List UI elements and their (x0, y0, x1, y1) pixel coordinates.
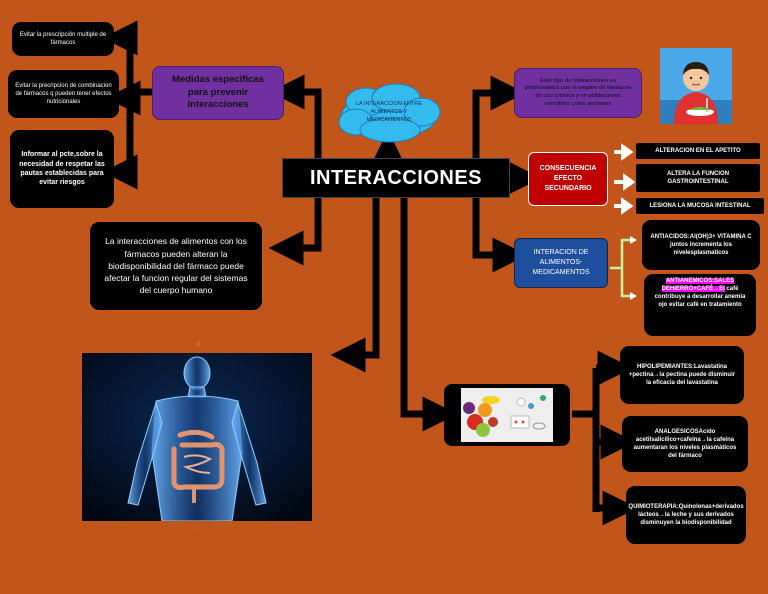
food-drug-heading: INTERACION DE ALIMENTOS-MEDICAMENTOS (514, 238, 608, 288)
stray-letter-d: d (196, 341, 200, 348)
drug-item-1: HIPOLIPEMIANTES:Lavastatina +pectina→la … (620, 346, 744, 404)
stray-dash: - (196, 527, 198, 534)
human-body-digestive-image (82, 353, 312, 521)
consequence-item-3: LESIONA LA MUCOSA INTESTINAL (636, 198, 764, 214)
measure-item-3: Informar al pcte,sobre la necesidad de r… (10, 130, 114, 208)
food-drug-item-1: ANTIACIDOS:Al(OH)3+ VITAMINA C juntos in… (642, 220, 760, 270)
definition-text: La interacciones de alimentos con los fá… (90, 222, 262, 310)
measure-item-1: Evitar la prescripción multiple de fárma… (12, 22, 114, 56)
measures-heading: Medidas especificas para prevenir intera… (152, 66, 284, 120)
consequence-item-2: ALTERA LA FUNCION GASTROINTESTINAL (636, 164, 760, 192)
drug-item-2: ANALGESICOSAcido acetilsalicílico+cafeín… (622, 416, 748, 472)
main-title: INTERACCIONES (282, 158, 510, 198)
food-drug-item-2-highlight: ANTIANEMICOS:SALES DEHIERRO+CAFÉ→El (662, 278, 735, 292)
problem-note: Este tipo de interacciones es problemáti… (514, 68, 642, 118)
cloud-text: LA INTERACCION ENTRE ALIMENTOS Y MEDICAM… (350, 94, 428, 132)
food-photo-frame (444, 384, 570, 446)
measure-item-2: Evitar la precripcion de combinacion de … (8, 70, 119, 118)
food-drug-item-2: ANTIANEMICOS:SALES DEHIERRO+CAFÉ→El café… (644, 274, 756, 336)
consequence-heading: CONSECUENCIA EFECTO SECUNDARIO (528, 152, 608, 206)
food-and-pills-photo (461, 388, 553, 442)
person-eating-icon (660, 48, 732, 124)
consequence-item-1: ALTERACION EN EL APETITO (636, 143, 760, 159)
drug-item-3: QUIMIOTERAPIA:Quinolonas+derivados lácte… (626, 486, 746, 544)
